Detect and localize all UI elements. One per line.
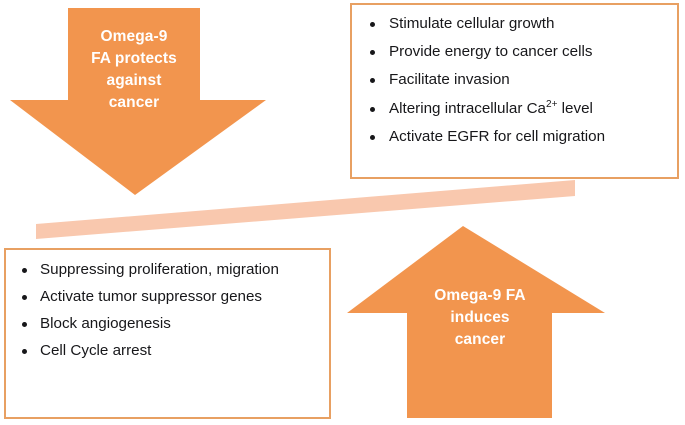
up-arrow-shape [347,226,605,418]
list-item: Cell Cycle arrest [16,340,321,362]
list-item: Suppressing proliferation, migration [16,259,321,281]
list-item: Block angiogenesis [16,313,321,335]
balance-beam-shape [36,180,575,239]
list-item-text-pre: Altering intracellular Ca [389,99,547,117]
cancer-promoting-effects-box: Stimulate cellular growth Provide energy… [350,3,679,179]
list-item-text-post: level [557,99,593,117]
list-item: Activate tumor suppressor genes [16,286,321,308]
list-item-superscript: 2+ [546,98,558,110]
cancer-promoting-bullet-list: Stimulate cellular growth Provide energy… [364,13,667,148]
down-arrow-shape [10,8,266,195]
cancer-protective-bullet-list: Suppressing proliferation, migration Act… [16,259,321,362]
list-item: Stimulate cellular growth [364,13,667,35]
cancer-protective-effects-box: Suppressing proliferation, migration Act… [4,248,331,419]
list-item: Provide energy to cancer cells [364,41,667,63]
list-item: Facilitate invasion [364,69,667,91]
list-item: Activate EGFR for cell migration [364,126,667,148]
list-item: Altering intracellular Ca2+ level [364,98,667,120]
